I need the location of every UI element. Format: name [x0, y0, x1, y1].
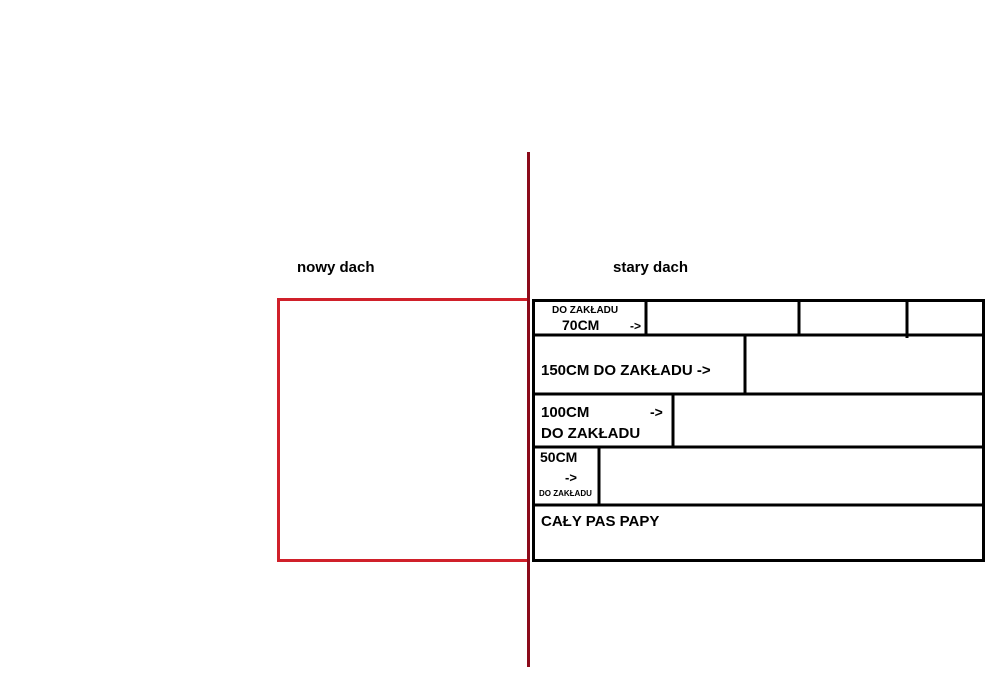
row2-label: 150CM DO ZAKŁADU -> [541, 362, 711, 379]
row4-label-top: 50CM [540, 449, 578, 465]
row3-label-bottom: DO ZAKŁADU [541, 425, 641, 442]
row4-label-bottom: DO ZAKŁADU [539, 489, 592, 498]
row3-label-top: 100CM [541, 404, 590, 421]
new-roof-label: nowy dach [297, 259, 375, 276]
row1-label-top: DO ZAKŁADU [552, 305, 619, 316]
old-roof-box [532, 299, 985, 562]
row5-label: CAŁY PAS PAPY [541, 513, 660, 530]
row4-arrow: -> [565, 470, 577, 485]
row1-arrow: -> [630, 319, 642, 333]
row3-arrow: -> [650, 404, 663, 420]
old-roof-label: stary dach [613, 259, 689, 276]
row1-label-bottom: 70CM [562, 317, 600, 333]
new-roof-box [277, 298, 530, 562]
